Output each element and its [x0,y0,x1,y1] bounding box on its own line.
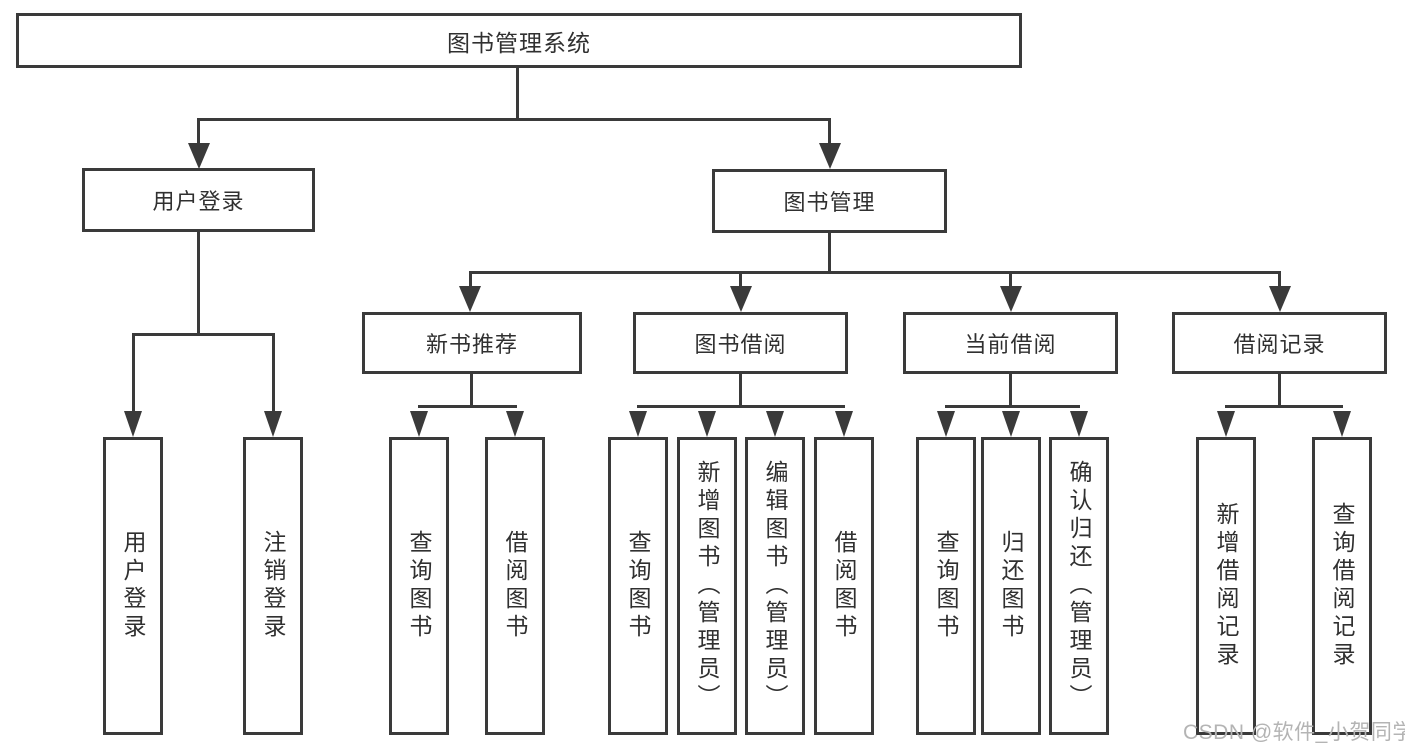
arrowhead-borrow-records [1269,286,1291,312]
connector-stub-book-borrow [739,271,742,288]
leaf-cb-confirm-return-admin: 确认归还（管理员） [1049,437,1109,735]
node-user-login: 用户登录 [82,168,315,232]
arrowhead-current-borrow [1000,286,1022,312]
connector-stub-leaf-user-login [132,333,135,411]
connector-borrow-records-bar [1225,405,1343,408]
connector-new-books-trunk [470,374,473,407]
connector-stub-new-books [469,271,472,288]
arrowhead-bb-query [629,411,647,437]
connector-stub-current-borrow [1009,271,1012,288]
leaf-bb-edit-books-admin: 编辑图书（管理员） [745,437,805,735]
connector-stub-leaf-logout [272,333,275,411]
arrowhead-nb-borrow [506,411,524,437]
leaf-logout: 注销登录 [243,437,303,735]
arrowhead-cb-confirm [1070,411,1088,437]
arrowhead-bb-edit [766,411,784,437]
arrowhead-bb-add [698,411,716,437]
leaf-cb-return-books: 归还图书 [981,437,1041,735]
leaf-br-add-record: 新增借阅记录 [1196,437,1256,735]
connector-current-borrow-bar [945,405,1080,408]
node-book-borrow: 图书借阅 [633,312,848,374]
arrowhead-bb-borrow [835,411,853,437]
arrowhead-cb-return [1002,411,1020,437]
connector-stub-book-mgmt [828,118,831,144]
node-book-management: 图书管理 [712,169,947,233]
arrowhead-leaf-user-login [124,411,142,437]
arrowhead-new-books [459,286,481,312]
leaf-bb-query-books: 查询图书 [608,437,668,735]
leaf-bb-borrow-books: 借阅图书 [814,437,874,735]
connector-root-trunk [516,68,519,118]
connector-user-login-bar [132,333,274,336]
leaf-cb-query-books: 查询图书 [916,437,976,735]
connector-book-borrow-bar [637,405,845,408]
connector-borrow-records-trunk [1278,374,1281,407]
connector-stub-borrow-records [1278,271,1281,288]
arrowhead-cb-query [937,411,955,437]
node-root: 图书管理系统 [16,13,1022,68]
connector-book-mgmt-trunk [828,233,831,274]
leaf-nb-borrow-books: 借阅图书 [485,437,545,735]
node-current-borrow: 当前借阅 [903,312,1118,374]
leaf-nb-query-books: 查询图书 [389,437,449,735]
leaf-br-query-record: 查询借阅记录 [1312,437,1372,735]
connector-stub-user-login [197,118,200,144]
node-new-book-recommend: 新书推荐 [362,312,582,374]
arrowhead-book-borrow [730,286,752,312]
arrowhead-br-add [1217,411,1235,437]
connector-root-bar [197,118,831,121]
arrowhead-nb-query [410,411,428,437]
arrowhead-leaf-logout [264,411,282,437]
connector-book-borrow-trunk [739,374,742,407]
connector-book-mgmt-bar [469,271,1281,274]
connector-current-borrow-trunk [1009,374,1012,407]
arrowhead-book-mgmt [819,143,841,169]
csdn-watermark: CSDN @软件_小贺同学 [1183,721,1405,744]
connector-new-books-bar [418,405,517,408]
leaf-bb-add-books-admin: 新增图书（管理员） [677,437,737,735]
node-borrow-records: 借阅记录 [1172,312,1387,374]
arrowhead-user-login [188,143,210,169]
arrowhead-br-query [1333,411,1351,437]
connector-user-login-trunk [197,232,200,336]
leaf-user-login: 用户登录 [103,437,163,735]
